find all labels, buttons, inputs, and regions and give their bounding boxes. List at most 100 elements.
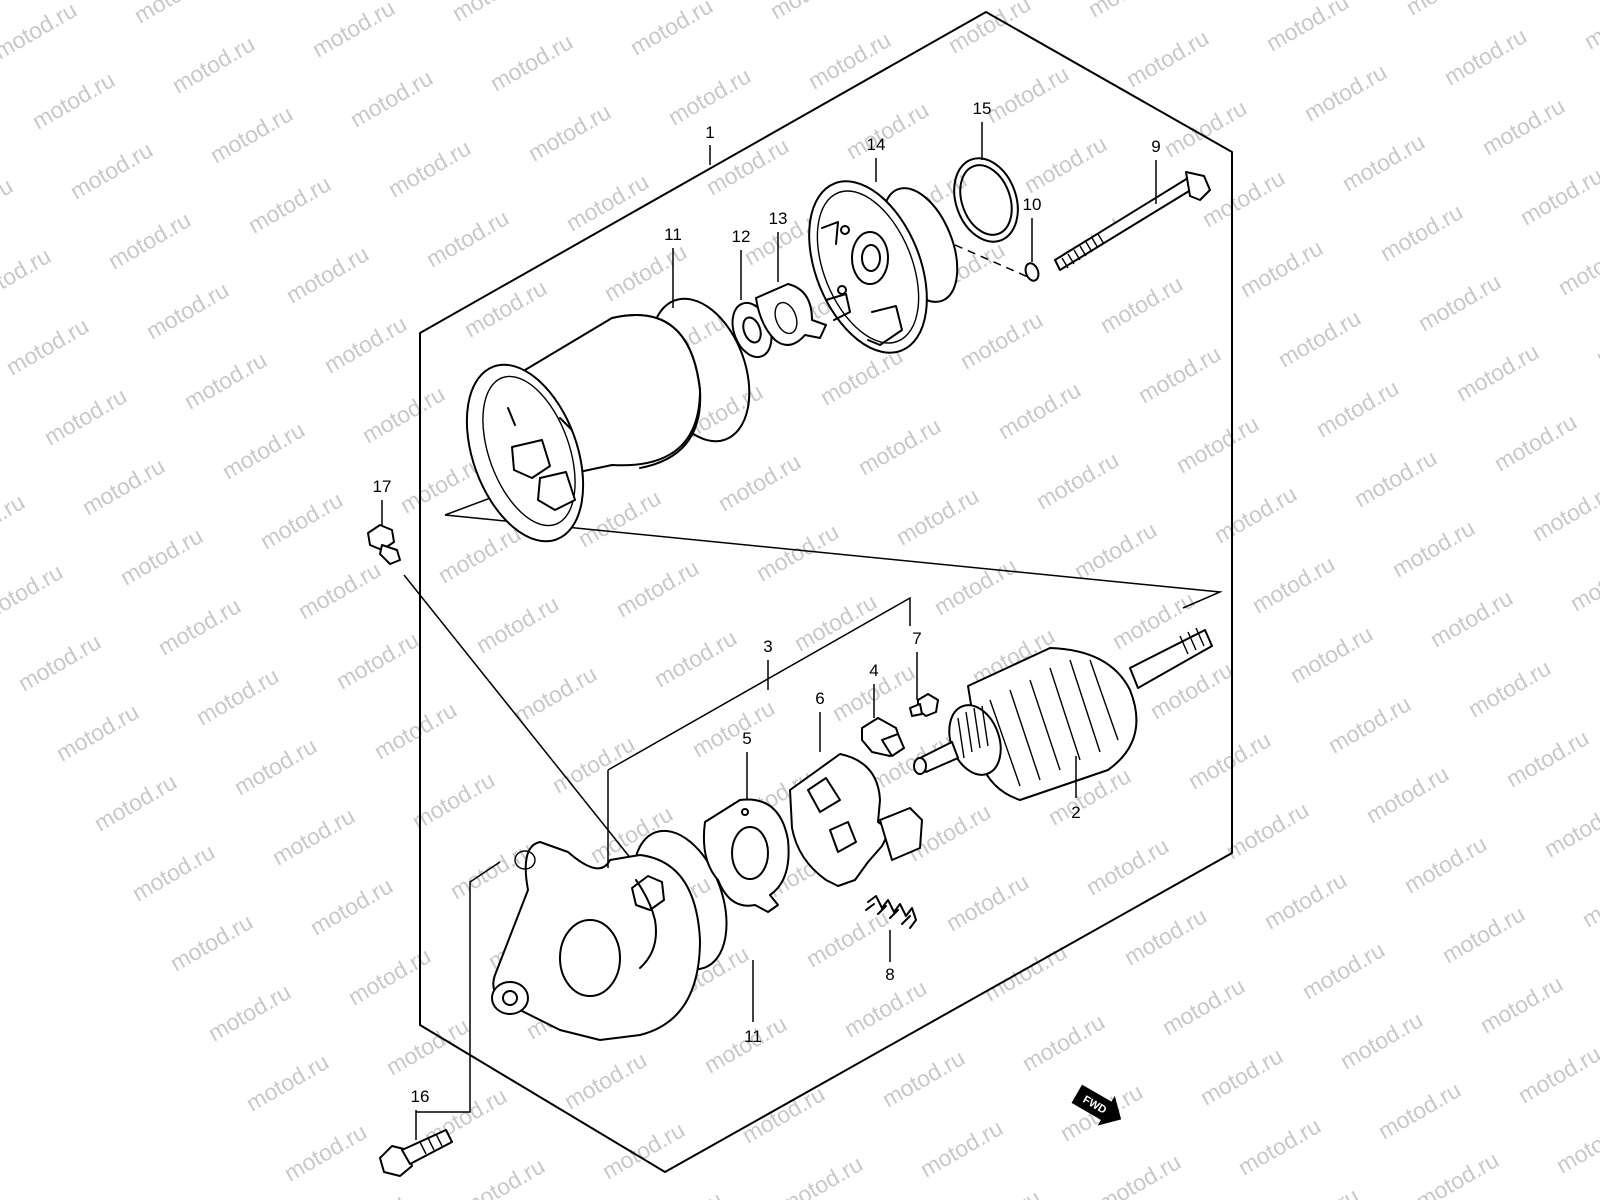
watermark-text: motod.ru bbox=[204, 978, 296, 1046]
long-bolt-9 bbox=[1054, 171, 1211, 271]
yoke-housing bbox=[465, 314, 702, 543]
watermark-text: motod.ru bbox=[1262, 0, 1354, 56]
watermark-text: motod.ru bbox=[166, 908, 258, 976]
callout-6: 6 bbox=[815, 689, 824, 708]
brush-plate-5 bbox=[702, 798, 790, 913]
watermark-text: motod.ru bbox=[982, 60, 1074, 128]
watermark-text: motod.ru bbox=[1248, 550, 1340, 618]
callout-10: 10 bbox=[1023, 195, 1042, 214]
watermark-text: motod.ru bbox=[574, 484, 666, 552]
front-housing bbox=[491, 841, 701, 1041]
watermark-text: motod.ru bbox=[1198, 164, 1290, 232]
watermark-text: motod.ru bbox=[370, 696, 462, 764]
watermark-text: motod.ru bbox=[1388, 514, 1480, 582]
watermark-text: motod.ru bbox=[0, 558, 67, 626]
watermark-text: motod.ru bbox=[1260, 866, 1352, 934]
watermark-text: motod.ru bbox=[128, 838, 220, 906]
watermark-text: motod.ru bbox=[142, 276, 234, 344]
watermark-text: motod.ru bbox=[154, 592, 246, 660]
watermark-text: motod.ru bbox=[382, 1012, 474, 1080]
fwd-arrow-icon: FWD bbox=[1071, 1084, 1122, 1126]
watermark-text: motod.ru bbox=[78, 452, 170, 520]
end-cover-14 bbox=[808, 180, 959, 354]
watermark-text: motod.ru bbox=[280, 1118, 372, 1186]
watermark-text: motod.ru bbox=[244, 170, 336, 238]
watermark-text: motod.ru bbox=[1160, 94, 1252, 162]
watermark-text: motod.ru bbox=[942, 868, 1034, 936]
watermark-text: motod.ru bbox=[598, 1116, 690, 1184]
watermark-text: motod.ru bbox=[1196, 1042, 1288, 1110]
watermark-text: motod.ru bbox=[1300, 58, 1392, 126]
callout-15: 15 bbox=[973, 99, 992, 118]
watermark-text: motod.ru bbox=[1020, 130, 1112, 198]
watermark-text: motod.ru bbox=[1172, 410, 1264, 478]
callout-7: 7 bbox=[912, 629, 921, 648]
callout-14: 14 bbox=[867, 135, 886, 154]
watermark-text: motod.ru bbox=[1402, 0, 1494, 20]
watermark-text: motod.ru bbox=[1236, 234, 1328, 302]
watermark-text: motod.ru bbox=[486, 28, 578, 96]
watermark-text: motod.ru bbox=[1018, 1008, 1110, 1076]
watermark-text: motod.ru bbox=[612, 554, 704, 622]
callout-11-lower: 11 bbox=[744, 1027, 762, 1046]
watermark-text: motod.ru bbox=[28, 66, 120, 134]
watermark-text: motod.ru bbox=[180, 346, 272, 414]
leader-3 bbox=[607, 596, 911, 868]
watermark-text: motod.ru bbox=[306, 872, 398, 940]
watermark-text: motod.ru bbox=[130, 0, 222, 28]
watermark-text: motod.ru bbox=[548, 730, 640, 798]
watermark-text: motod.ru bbox=[1134, 340, 1226, 408]
watermark-text: motod.ru bbox=[66, 136, 158, 204]
watermark-text: motod.ru bbox=[636, 1186, 728, 1200]
watermark-text: motod.ru bbox=[346, 64, 438, 132]
watermark-text: motod.ru bbox=[1554, 232, 1600, 300]
watermark-text: motod.ru bbox=[332, 626, 424, 694]
watermark-text: motod.ru bbox=[318, 1188, 410, 1200]
watermark-text: motod.ru bbox=[192, 662, 284, 730]
guide-line-rod bbox=[403, 574, 633, 861]
callout-13: 13 bbox=[769, 209, 788, 228]
watermark-text: motod.ru bbox=[560, 1046, 652, 1114]
watermark-text: motod.ru bbox=[0, 172, 17, 240]
watermark-text: motod.ru bbox=[458, 1152, 550, 1200]
callout-3: 3 bbox=[763, 637, 772, 656]
watermark-text: motod.ru bbox=[1362, 760, 1454, 828]
watermark-text: motod.ru bbox=[1464, 654, 1556, 722]
watermark-text: motod.ru bbox=[116, 522, 208, 590]
watermark-text: motod.ru bbox=[1376, 198, 1468, 266]
spring-8 bbox=[865, 895, 917, 929]
watermark-text: motod.ru bbox=[1286, 620, 1378, 688]
watermark-text: motod.ru bbox=[916, 1114, 1008, 1182]
shim-13 bbox=[755, 283, 827, 346]
watermark-text: motod.ru bbox=[1440, 22, 1532, 90]
watermark-text: motod.ru bbox=[1298, 936, 1390, 1004]
watermark-text: motod.ru bbox=[282, 240, 374, 308]
watermark-text: motod.ru bbox=[1122, 24, 1214, 92]
watermark-text: motod.ru bbox=[1578, 864, 1600, 932]
watermark-text: motod.ru bbox=[842, 96, 934, 164]
watermark-text: motod.ru bbox=[242, 1048, 334, 1116]
callout-11-upper: 11 bbox=[664, 225, 682, 244]
watermark-text: motod.ru bbox=[40, 382, 132, 450]
watermark-text: motod.ru bbox=[1592, 302, 1600, 370]
callout-2: 2 bbox=[1071, 803, 1080, 822]
brush-holder-6 bbox=[789, 753, 923, 887]
watermark-text: motod.ru bbox=[802, 904, 894, 972]
watermark-text: motod.ru bbox=[776, 1150, 868, 1200]
watermark-text: motod.ru bbox=[1374, 1076, 1466, 1144]
watermark-text: motod.ru bbox=[956, 306, 1048, 374]
watermark-text: motod.ru bbox=[738, 1080, 830, 1148]
watermark-text: motod.ru bbox=[1566, 548, 1600, 616]
watermark-text: motod.ru bbox=[446, 836, 538, 904]
watermark-text: motod.ru bbox=[1272, 1182, 1364, 1200]
watermark-text: motod.ru bbox=[1590, 1180, 1600, 1200]
watermark-text: motod.ru bbox=[714, 448, 806, 516]
watermark-text: motod.ru bbox=[1210, 480, 1302, 548]
watermark-text: motod.ru bbox=[422, 204, 514, 272]
leader-16 bbox=[415, 861, 501, 1140]
watermark-text: motod.ru bbox=[2, 312, 94, 380]
watermark-text: motod.ru bbox=[954, 1184, 1046, 1200]
watermark-text: motod.ru bbox=[308, 0, 400, 62]
